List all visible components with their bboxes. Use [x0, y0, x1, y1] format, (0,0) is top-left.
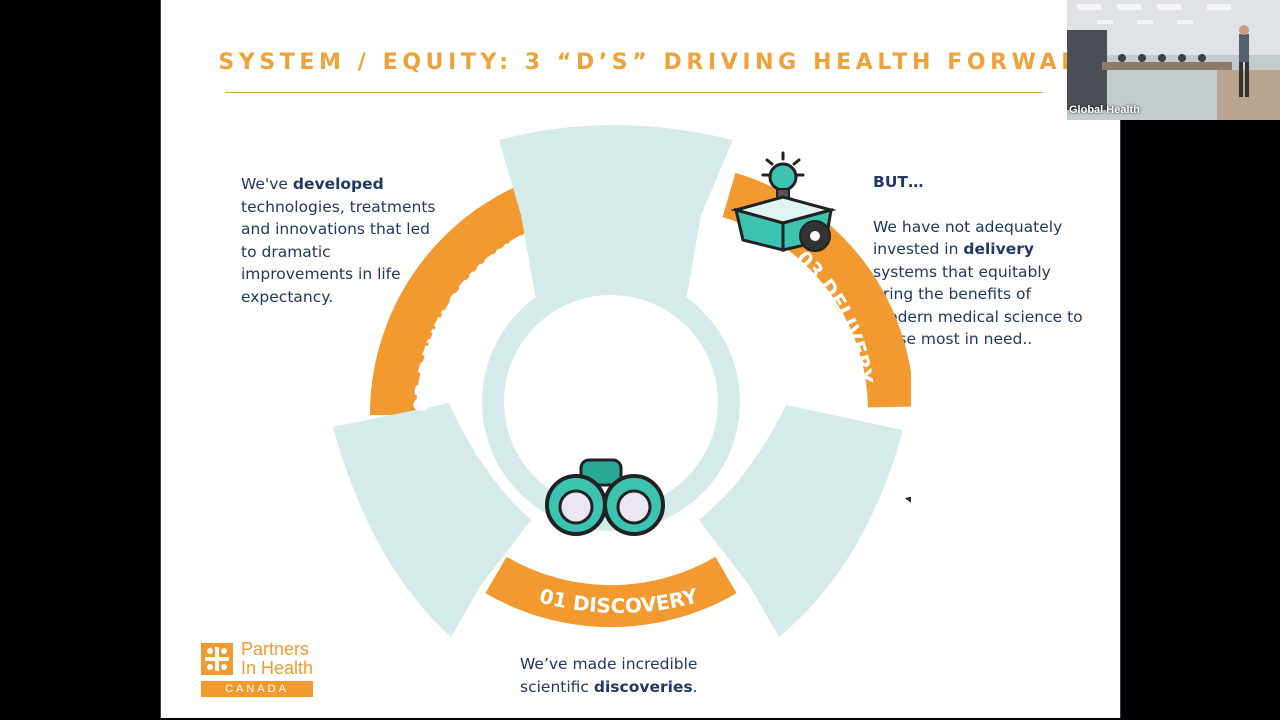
development-text: We've developed technologies, treatments…	[241, 173, 446, 308]
delivery-text-post: systems that equitably bring the benefit…	[873, 262, 1083, 349]
slide-title: SYSTEM / EQUITY: 3 “D’S” DRIVING HEALTH …	[218, 50, 1106, 75]
logo-wordmark: Partners In Health	[241, 640, 313, 678]
webcam-video-feed	[1067, 0, 1280, 120]
logo-mark-icon	[201, 643, 233, 675]
three-d-cycle-diagram: 02 DEVELOPMENT 03 DELIVERY 01 DISCOVERY	[333, 125, 911, 637]
logo-canada-bar: CANADA	[201, 681, 313, 697]
presentation-slide: SYSTEM / EQUITY: 3 “D’S” DRIVING HEALTH …	[160, 0, 1121, 718]
logo-figures-icon	[205, 647, 229, 671]
partners-in-health-logo: Partners In Health CANADA	[201, 640, 315, 698]
but-label: BUT…	[873, 173, 924, 191]
delivery-panel	[699, 405, 903, 637]
discovery-text-bold: discoveries	[593, 677, 693, 696]
logo-line-1: Partners	[241, 639, 310, 659]
discovery-text-pre: We’ve made incredible scientific	[520, 655, 698, 696]
rocket-icon	[904, 491, 911, 509]
discovery-panel	[333, 403, 531, 637]
delivery-text-bold: delivery	[963, 240, 1034, 258]
discovery-arc	[485, 556, 737, 628]
lightbulb-box-gear-icon	[730, 151, 837, 252]
webcam-participant-name: Global Health	[1069, 104, 1140, 116]
delivery-text-pre: We have not adequately invested in	[873, 217, 1063, 259]
development-arc	[369, 181, 545, 416]
binoculars-icon	[545, 458, 665, 536]
discovery-text: We’ve made incredible scientific discove…	[520, 653, 750, 698]
discovery-text-post: .	[692, 677, 698, 696]
title-divider	[225, 92, 1043, 93]
delivery-text: BUT… We have not adequately invested in d…	[873, 171, 1083, 351]
development-text-bold: developed	[292, 175, 384, 193]
discovery-number: 01	[537, 584, 569, 614]
development-text-pre: We've	[241, 175, 293, 193]
logo-line-2: In Health	[241, 658, 314, 678]
development-panel	[499, 125, 733, 300]
development-text-post: technologies, treatments and innovations…	[241, 197, 436, 306]
webcam-thumbnail[interactable]: Global Health	[1067, 0, 1280, 120]
